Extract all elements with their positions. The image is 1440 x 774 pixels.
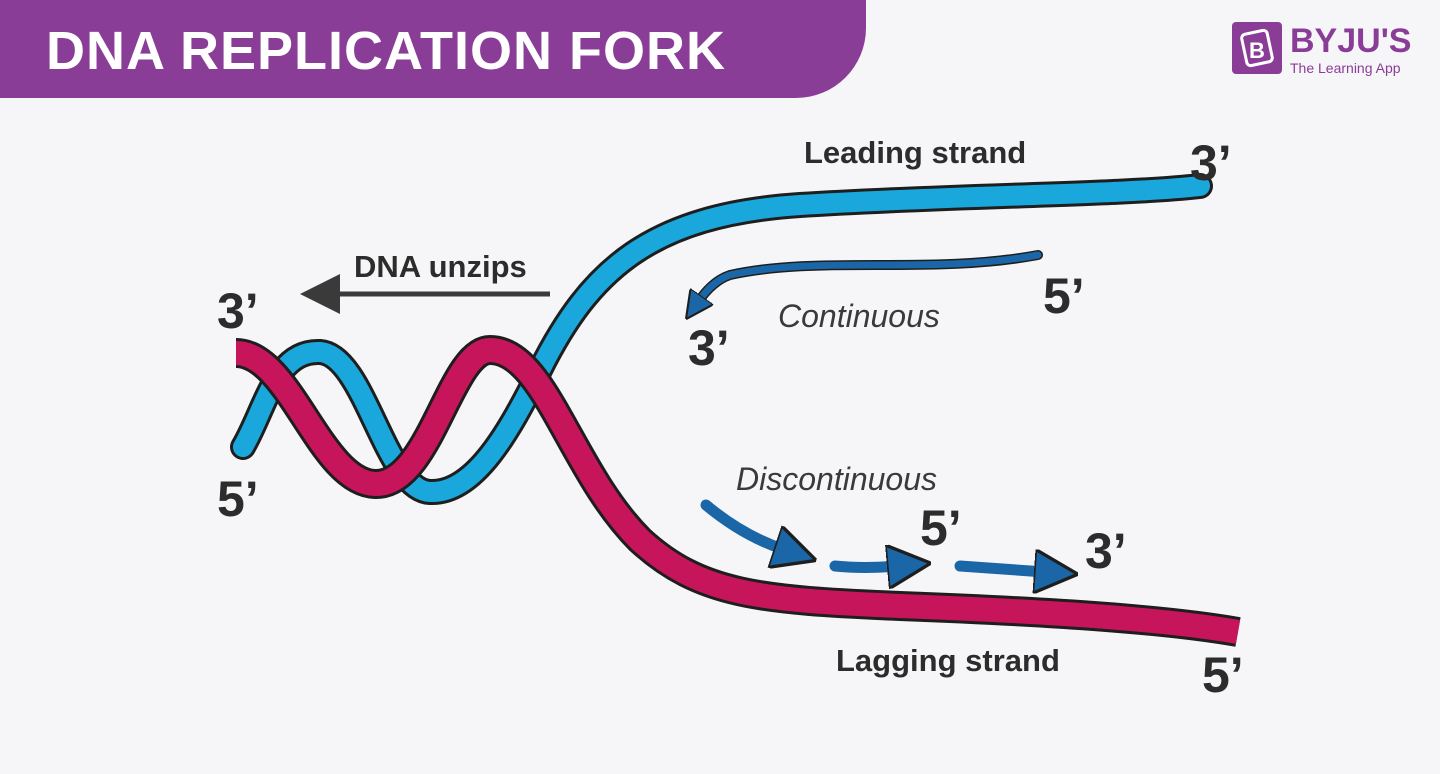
- leading-strand-label: Leading strand: [804, 135, 1026, 170]
- discontinuous-label: Discontinuous: [736, 461, 937, 497]
- leading-end-label: 3’: [1190, 135, 1232, 191]
- continuous-strand-arrow: [698, 250, 1043, 302]
- lagging-strand: [233, 334, 1241, 647]
- okazaki-fragment-2: [829, 566, 898, 568]
- fragment-5-end-label: 5’: [920, 500, 962, 556]
- left-bottom-end-label: 5’: [217, 471, 259, 527]
- left-top-end-label: 3’: [217, 283, 259, 339]
- okazaki-fragment-3: [954, 566, 1045, 572]
- dna-unzips-label: DNA unzips: [354, 249, 527, 284]
- continuous-end-label: 3’: [688, 320, 730, 376]
- byjus-b-icon: B: [1232, 22, 1282, 74]
- lagging-end-label: 5’: [1202, 647, 1244, 703]
- logo-name: BYJU'S: [1290, 22, 1412, 60]
- lagging-strand-label: Lagging strand: [836, 643, 1060, 678]
- svg-text:B: B: [1249, 38, 1265, 63]
- byjus-logo: B BYJU'S The Learning App: [1232, 22, 1432, 78]
- fragment-3-end-label: 3’: [1085, 523, 1127, 579]
- continuous-label: Continuous: [778, 298, 940, 334]
- title-banner: DNA REPLICATION FORK: [0, 0, 866, 98]
- page-title: DNA REPLICATION FORK: [46, 21, 726, 81]
- okazaki-fragment-1: [700, 499, 785, 550]
- logo-tagline: The Learning App: [1290, 60, 1401, 76]
- continuous-start-label: 5’: [1043, 268, 1085, 324]
